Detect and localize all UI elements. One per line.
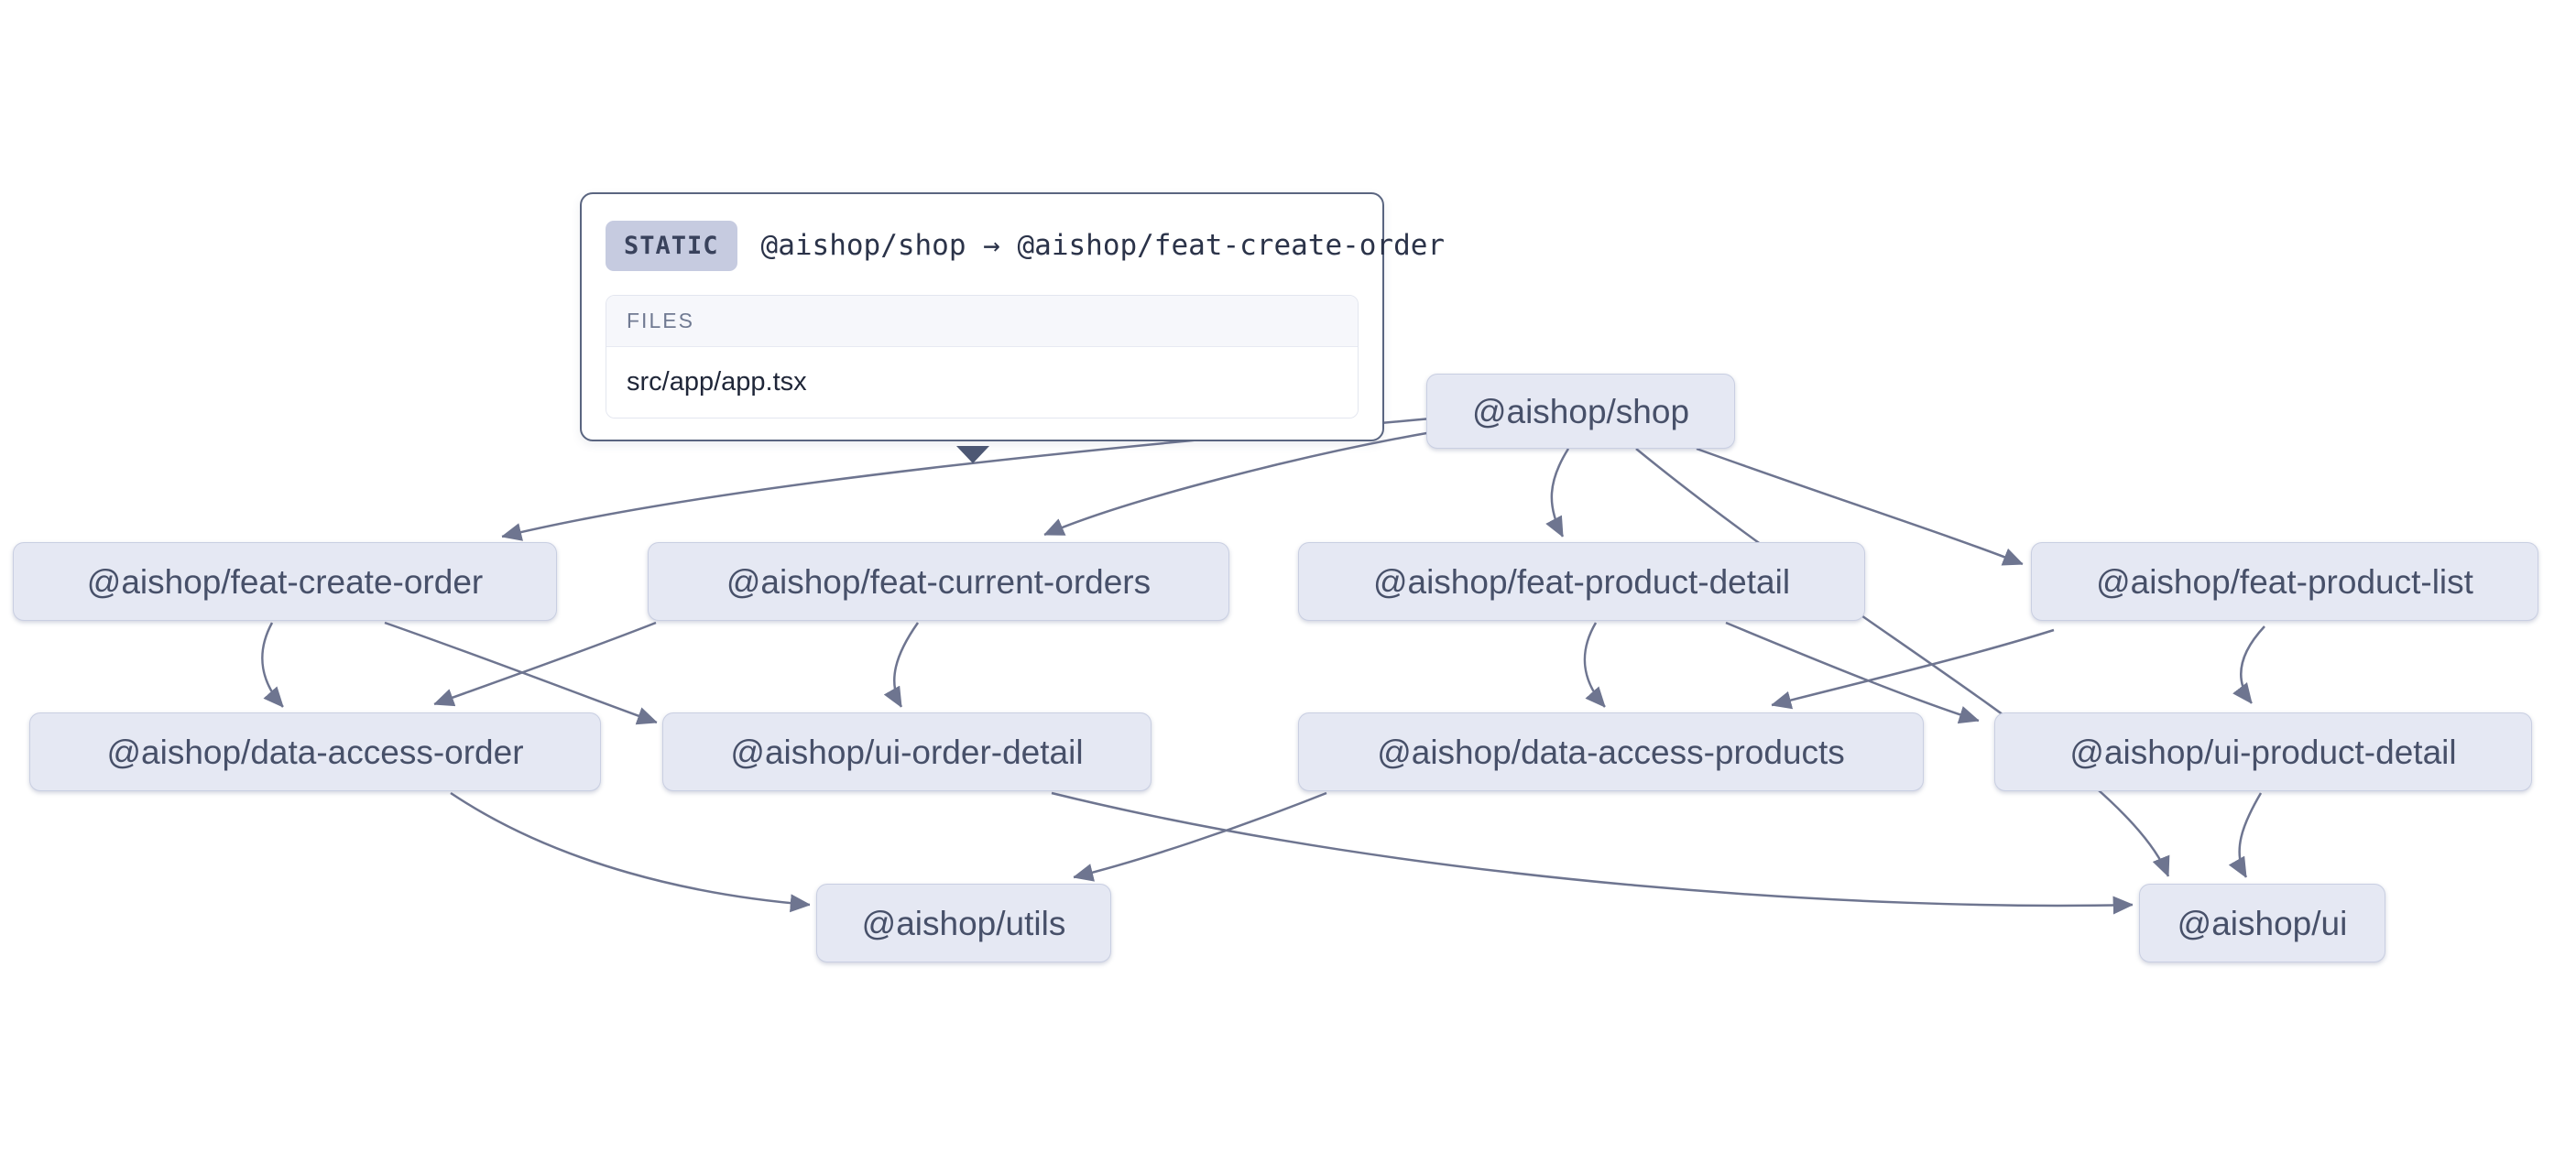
edge-ui-order-detail-to-ui[interactable] <box>1051 791 2134 906</box>
edge-feat-create-order-to-ui-order-detail[interactable] <box>384 621 657 723</box>
edge-feat-product-list-to-ui-product-detail[interactable] <box>2241 625 2265 703</box>
graph-node-label: @aishop/ui-order-detail <box>730 733 1084 771</box>
graph-node-label: @aishop/data-access-products <box>1377 733 1845 771</box>
graph-node-ui-product-detail[interactable]: @aishop/ui-product-detail <box>1994 712 2532 791</box>
edge-tooltip: STATIC @aishop/shop → @aishop/feat-creat… <box>580 192 1445 441</box>
tooltip-header: STATIC @aishop/shop → @aishop/feat-creat… <box>606 218 1445 273</box>
edge-shop-to-ui[interactable] <box>1635 448 2168 876</box>
graph-node-label: @aishop/ui <box>2177 904 2348 942</box>
graph-node-label: @aishop/feat-product-detail <box>1372 562 1791 601</box>
edge-shop-to-feat-product-detail[interactable] <box>1552 448 1570 537</box>
graph-node-label: @aishop/feat-product-list <box>2096 562 2473 601</box>
tooltip-pointer-icon <box>956 446 989 463</box>
graph-node-label: @aishop/data-access-order <box>106 733 524 771</box>
graph-node-shop[interactable]: @aishop/shop <box>1426 374 1735 449</box>
graph-node-ui-order-detail[interactable]: @aishop/ui-order-detail <box>662 712 1152 791</box>
graph-node-label: @aishop/feat-create-order <box>86 562 484 601</box>
files-header-label: FILES <box>606 296 1358 347</box>
graph-node-label: @aishop/utils <box>861 904 1066 942</box>
edge-type-badge: STATIC <box>606 220 737 271</box>
edge-feat-product-list-to-data-access-products[interactable] <box>1772 628 2055 705</box>
edge-feat-product-detail-to-ui-product-detail[interactable] <box>1725 621 1979 721</box>
graph-node-feat-current-orders[interactable]: @aishop/feat-current-orders <box>648 542 1229 621</box>
edge-ui-product-detail-to-ui[interactable] <box>2240 792 2263 877</box>
graph-node-data-access-order[interactable]: @aishop/data-access-order <box>29 712 601 791</box>
graph-node-label: @aishop/shop <box>1471 392 1690 430</box>
graph-node-feat-create-order[interactable]: @aishop/feat-create-order <box>13 542 557 621</box>
graph-node-feat-product-list[interactable]: @aishop/feat-product-list <box>2031 542 2538 621</box>
graph-node-data-access-products[interactable]: @aishop/data-access-products <box>1298 712 1924 791</box>
edge-shop-to-feat-current-orders[interactable] <box>1044 430 1433 537</box>
files-box: FILES src/app/app.tsx <box>606 295 1359 418</box>
graph-node-label: @aishop/feat-current-orders <box>726 562 1152 601</box>
edge-data-access-products-to-utils[interactable] <box>1074 791 1327 877</box>
file-path-item[interactable]: src/app/app.tsx <box>606 347 1358 418</box>
graph-node-ui[interactable]: @aishop/ui <box>2139 884 2385 962</box>
edge-feat-current-orders-to-ui-order-detail[interactable] <box>894 622 920 707</box>
graph-node-utils[interactable]: @aishop/utils <box>816 884 1111 962</box>
edge-feat-current-orders-to-data-access-order[interactable] <box>434 621 657 704</box>
graph-node-feat-product-detail[interactable]: @aishop/feat-product-detail <box>1298 542 1865 621</box>
edge-relation-text: @aishop/shop → @aishop/feat-create-order <box>760 229 1446 262</box>
edge-feat-create-order-to-data-access-order[interactable] <box>261 622 284 707</box>
edge-feat-product-detail-to-data-access-products[interactable] <box>1583 622 1606 707</box>
graph-node-label: @aishop/ui-product-detail <box>2069 733 2457 771</box>
edge-shop-to-feat-product-list[interactable] <box>1696 447 2023 564</box>
edge-data-access-order-to-utils[interactable] <box>450 791 811 905</box>
